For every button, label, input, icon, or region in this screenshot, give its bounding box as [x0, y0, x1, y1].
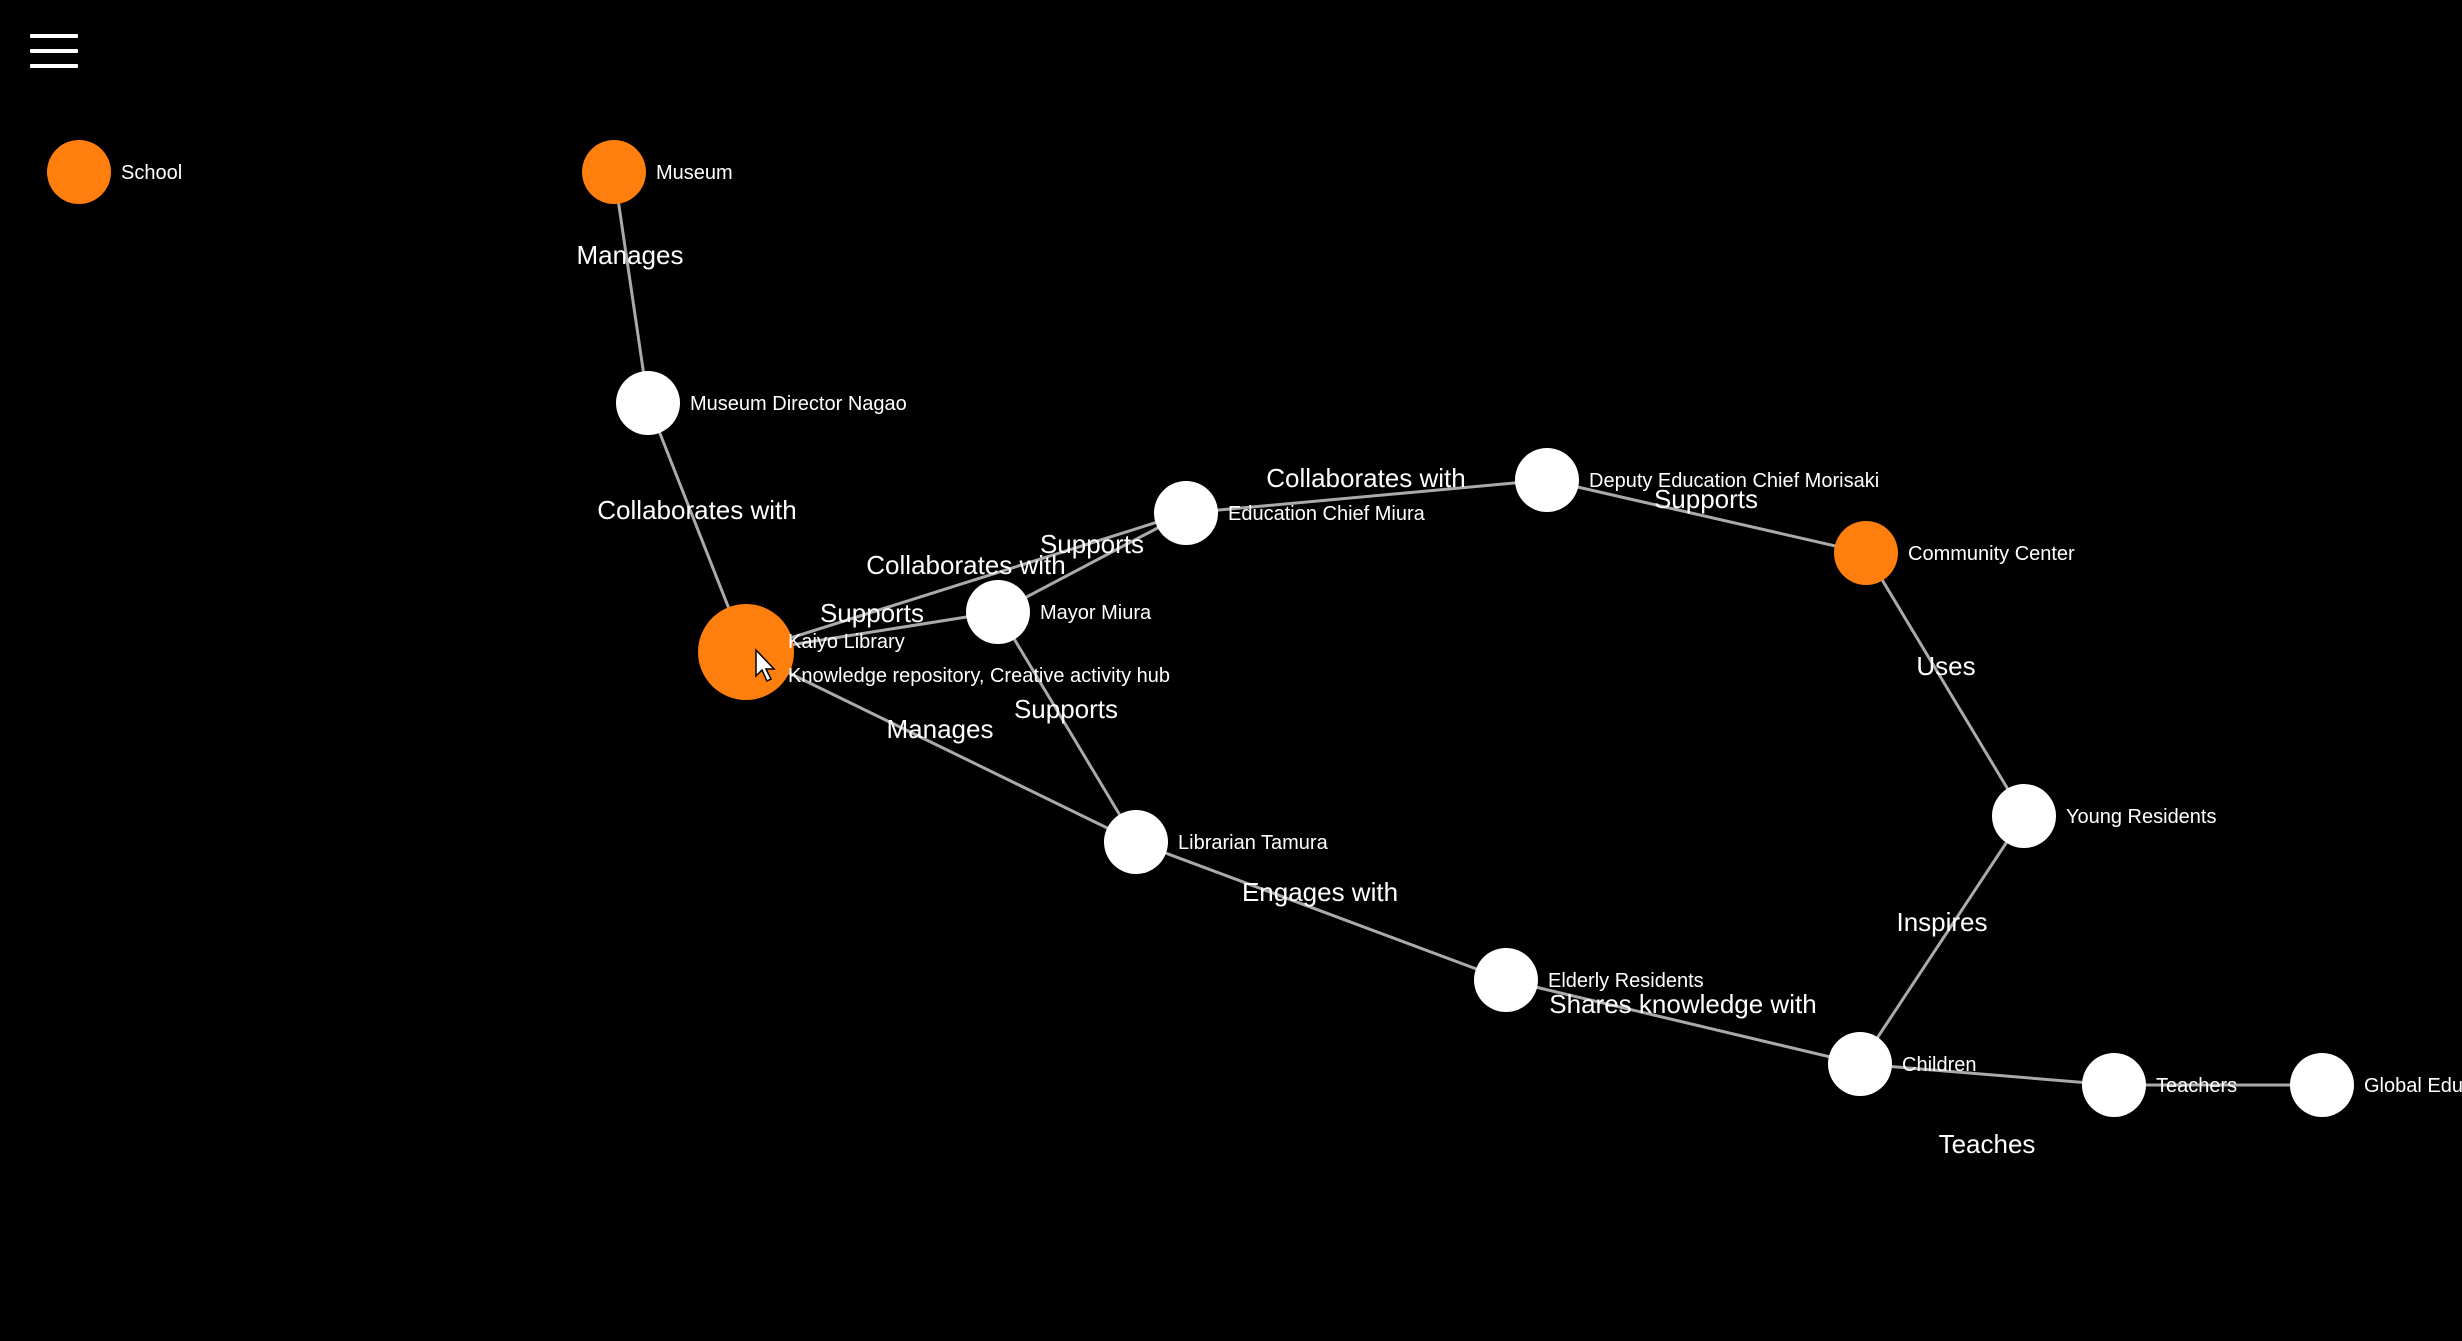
node-circle[interactable] — [582, 140, 646, 204]
edge-label: Supports — [820, 598, 924, 628]
node-director-nagao[interactable]: Museum Director Nagao — [616, 371, 907, 435]
node-circle[interactable] — [698, 604, 794, 700]
node-circle[interactable] — [1104, 810, 1168, 874]
edge-kaiyo_library-librarian_tamura — [745, 650, 1137, 844]
node-description: Knowledge repository, Creative activity … — [788, 665, 1170, 687]
edge-label: Shares knowledge with — [1549, 989, 1816, 1019]
edge-deputy_morisaki-community_center — [1546, 478, 1867, 555]
edge-label: Engages with — [1242, 877, 1398, 907]
node-deputy-morisaki[interactable]: Deputy Education Chief Morisaki — [1515, 448, 1879, 512]
node-young-residents[interactable]: Young Residents — [1992, 784, 2217, 848]
node-circle[interactable] — [1834, 521, 1898, 585]
node-circle[interactable] — [616, 371, 680, 435]
node-label: Kaiyo Library — [788, 631, 905, 653]
node-librarian-tamura[interactable]: Librarian Tamura — [1104, 810, 1329, 874]
node-circle[interactable] — [1992, 784, 2056, 848]
edge-label: Supports — [1654, 484, 1758, 514]
edge-edu_chief_miura-deputy_morisaki — [1185, 478, 1548, 515]
node-circle[interactable] — [1154, 481, 1218, 545]
edge-community_center-young_residents — [1864, 552, 2026, 817]
hamburger-menu-icon-bar — [30, 49, 78, 53]
edge-mayor_miura-librarian_tamura — [996, 611, 1138, 843]
node-label: Young Residents — [2066, 806, 2217, 828]
edge-kaiyo_library-edu_chief_miura — [745, 511, 1187, 654]
mouse-pointer-icon — [755, 648, 776, 683]
node-circle[interactable] — [1828, 1032, 1892, 1096]
hamburger-menu-icon — [30, 34, 78, 38]
node-label: Global Educ — [2364, 1075, 2462, 1097]
node-circle[interactable] — [1515, 448, 1579, 512]
node-label: Community Center — [1908, 543, 2075, 565]
edge-label: Inspires — [1896, 907, 1987, 937]
edge-label: Supports — [1040, 529, 1144, 559]
hamburger-menu-button[interactable] — [26, 30, 84, 74]
node-elderly-residents[interactable]: Elderly Residents — [1474, 948, 1704, 1012]
edge-librarian_tamura-elderly_residents — [1135, 840, 1507, 982]
edge-label: Teaches — [1939, 1129, 2036, 1159]
edge-young_residents-children — [1858, 815, 2026, 1065]
edge-label: Collaborates with — [597, 495, 796, 525]
node-teachers[interactable]: Teachers — [2082, 1053, 2237, 1117]
node-circle[interactable] — [2082, 1053, 2146, 1117]
hamburger-menu-icon-bar — [30, 64, 78, 68]
edge-museum-director_nagao — [612, 171, 650, 404]
node-label: Children — [1902, 1054, 1976, 1076]
node-circle[interactable] — [1474, 948, 1538, 1012]
node-edu-chief-miura[interactable]: Education Chief Miura — [1154, 481, 1426, 545]
edge-label: Supports — [1014, 694, 1118, 724]
edge-elderly_residents-children — [1505, 978, 1861, 1066]
node-circle[interactable] — [47, 140, 111, 204]
node-label: Librarian Tamura — [1178, 832, 1329, 854]
node-label: Teachers — [2156, 1075, 2237, 1097]
node-circle[interactable] — [966, 580, 1030, 644]
node-community-center[interactable]: Community Center — [1834, 521, 2075, 585]
node-label: Elderly Residents — [1548, 970, 1704, 992]
node-label: School — [121, 162, 182, 184]
edges-layer — [612, 171, 2322, 1087]
node-circle[interactable] — [2290, 1053, 2354, 1117]
edge-label: Collaborates with — [866, 550, 1065, 580]
node-children[interactable]: Children — [1828, 1032, 1976, 1096]
node-label: Deputy Education Chief Morisaki — [1589, 470, 1879, 492]
node-mayor-miura[interactable]: Mayor Miura — [966, 580, 1152, 644]
node-label: Education Chief Miura — [1228, 503, 1426, 525]
edge-label: Uses — [1916, 651, 1975, 681]
edge-label: Manages — [887, 714, 994, 744]
edge-children-teachers — [1859, 1062, 2115, 1087]
node-museum[interactable]: Museum — [582, 140, 733, 204]
edge-mayor_miura-edu_chief_miura — [997, 511, 1187, 614]
node-global-educators[interactable]: Global Educ — [2290, 1053, 2462, 1117]
node-label: Mayor Miura — [1040, 602, 1152, 624]
node-label: Museum Director Nagao — [690, 393, 907, 415]
edge-label: Collaborates with — [1266, 463, 1465, 493]
node-label: Museum — [656, 162, 733, 184]
edge-label: Manages — [577, 240, 684, 270]
node-school[interactable]: School — [47, 140, 182, 204]
